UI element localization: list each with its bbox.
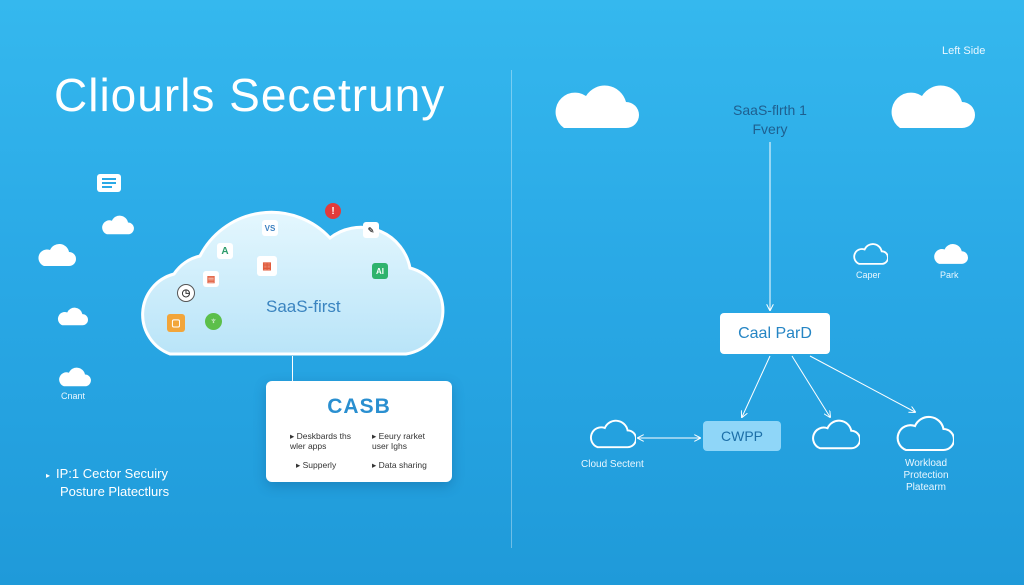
cloud-icon [891, 85, 975, 128]
cwpp-badge: CWPP [703, 421, 781, 451]
alert-icon: ! [325, 203, 341, 219]
ai-icon: AI [372, 263, 388, 279]
cloud-icon [59, 367, 91, 387]
casb-item: ▸ Supperly [296, 460, 337, 470]
vs-icon: VS [262, 220, 278, 236]
flow-arrows [520, 142, 1020, 450]
park-label: Park [940, 270, 959, 280]
saas-cloud-label: SaaS-first [266, 297, 341, 316]
cloud-icon [102, 215, 134, 235]
cloud-icon [934, 244, 968, 264]
casb-card: CASB ▸ Deskbards ths wler apps ▸ Eeury r… [266, 381, 452, 482]
cloud-icon [38, 243, 76, 266]
casb-item: ▸ Eeury rarket user Ighs [372, 431, 425, 451]
cloud-icon [57, 307, 88, 326]
posture-note: ▸IP:1 Cector Secuiry Posture Platectlurs [46, 466, 170, 499]
saas-first-label: SaaS-flrth 1 Fvery [733, 102, 807, 137]
cloud-icon [853, 243, 888, 265]
cloud-icon [896, 415, 954, 452]
top-right-label: Left Side [942, 45, 986, 57]
clock-icon: ◷ [177, 284, 195, 302]
bullet-icon: ▸ [46, 471, 51, 480]
table-icon: ▦ [257, 256, 277, 276]
casb-title: CASB [327, 395, 391, 418]
cloud-icon [812, 419, 860, 450]
small-cloud-label: Cnant [61, 391, 86, 401]
document-icon [97, 174, 121, 192]
casb-item: ▸ Data sharing [372, 460, 427, 470]
sheet-icon: ▤ [203, 271, 219, 287]
app-a-icon: A [217, 243, 233, 259]
section-divider [511, 70, 512, 548]
cloud-icon [589, 419, 636, 449]
casb-item: ▸ Deskbards ths wler apps [290, 431, 351, 451]
connector-line [292, 356, 293, 382]
page-title: Cliourls Secetruny [54, 69, 446, 121]
edit-icon: ✎ [363, 222, 379, 238]
cloud-platform-card: Caal ParD [720, 313, 830, 354]
phone-icon: ▢ [167, 314, 185, 332]
cloud-icon [555, 85, 639, 128]
capper-label: Caper [856, 270, 881, 280]
saas-cloud [141, 210, 445, 356]
workload-protection-label: Workload Protection Platearm [903, 458, 949, 493]
cloud-sectent-label: Cloud Sectent [581, 459, 644, 470]
leaf-icon: ♆ [205, 313, 222, 330]
